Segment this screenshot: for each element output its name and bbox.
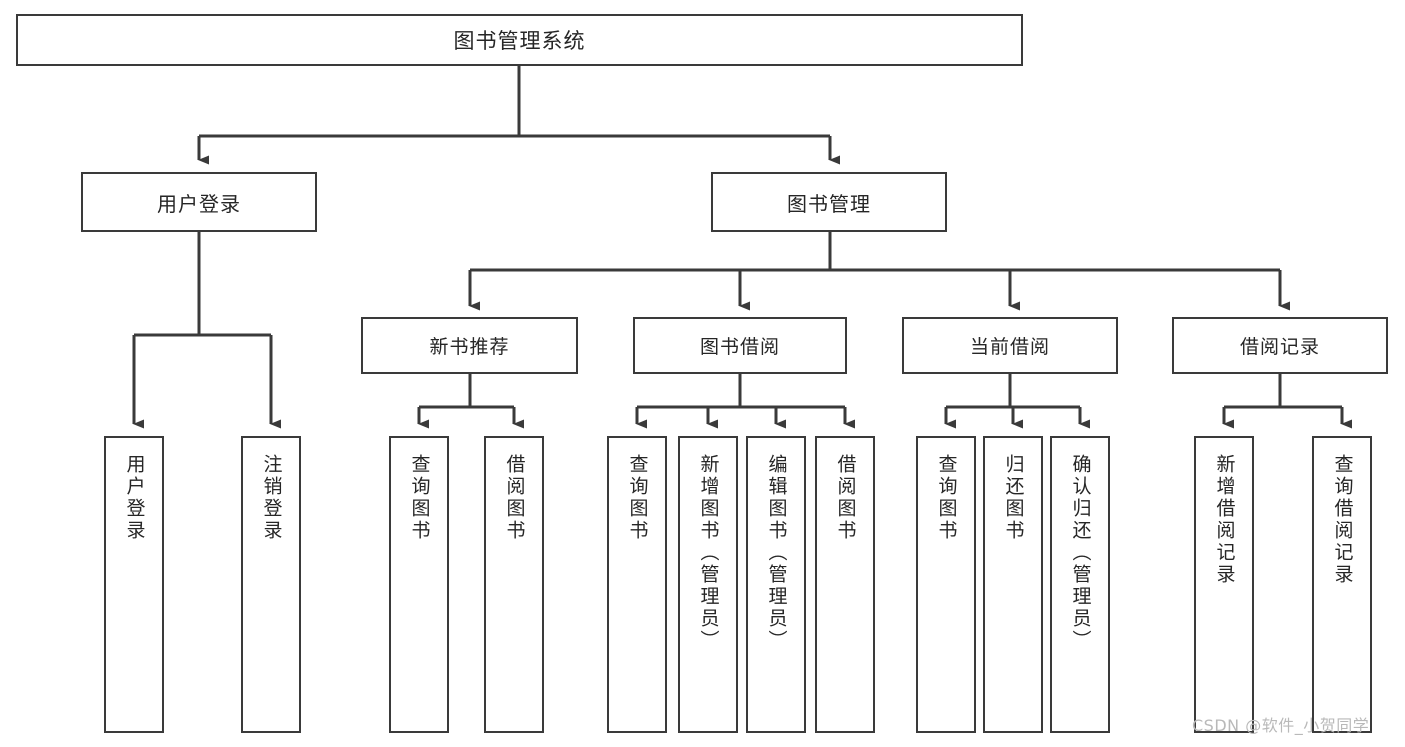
node-book-management[interactable]: 图书管理 <box>711 172 947 232</box>
node-label: 查询借阅记录 <box>1331 454 1354 586</box>
node-label: 借阅图书 <box>834 454 857 542</box>
node-current-borrow[interactable]: 当前借阅 <box>902 317 1118 374</box>
node-label: 用户登录 <box>123 454 146 542</box>
leaf-record-add-record[interactable]: 新增借阅记录 <box>1194 436 1254 733</box>
node-label: 归还图书 <box>1002 454 1025 542</box>
node-label: 新增图书（管理员） <box>697 454 720 652</box>
leaf-current-query-book[interactable]: 查询图书 <box>916 436 976 733</box>
node-book-borrow[interactable]: 图书借阅 <box>633 317 847 374</box>
node-new-book-recommend[interactable]: 新书推荐 <box>361 317 578 374</box>
csdn-watermark: CSDN @软件_小贺同学 <box>1192 716 1370 735</box>
leaf-current-return-book[interactable]: 归还图书 <box>983 436 1043 733</box>
leaf-borrow-query-book[interactable]: 查询图书 <box>607 436 667 733</box>
node-root-system[interactable]: 图书管理系统 <box>16 14 1023 66</box>
node-label: 查询图书 <box>935 454 958 542</box>
node-label: 用户登录 <box>157 191 241 216</box>
node-label: 新增借阅记录 <box>1213 454 1236 586</box>
node-label: 图书管理 <box>787 191 871 216</box>
node-label: 确认归还（管理员） <box>1069 454 1092 652</box>
leaf-user-login-logout[interactable]: 注销登录 <box>241 436 301 733</box>
leaf-current-confirm-return-admin[interactable]: 确认归还（管理员） <box>1050 436 1110 733</box>
node-label: 编辑图书（管理员） <box>765 454 788 652</box>
node-label: 借阅记录 <box>1239 336 1320 358</box>
node-label: 查询图书 <box>626 454 649 542</box>
node-label: 借阅图书 <box>503 454 526 542</box>
node-label: 图书借阅 <box>699 336 780 358</box>
node-borrow-record[interactable]: 借阅记录 <box>1172 317 1388 374</box>
leaf-user-login-login[interactable]: 用户登录 <box>104 436 164 733</box>
node-label: 图书管理系统 <box>453 29 586 53</box>
node-label: 注销登录 <box>260 454 283 542</box>
node-label: 查询图书 <box>408 454 431 542</box>
leaf-borrow-edit-book-admin[interactable]: 编辑图书（管理员） <box>746 436 806 733</box>
leaf-record-query-record[interactable]: 查询借阅记录 <box>1312 436 1372 733</box>
leaf-new-book-borrow[interactable]: 借阅图书 <box>484 436 544 733</box>
leaf-new-book-query[interactable]: 查询图书 <box>389 436 449 733</box>
node-label: 新书推荐 <box>429 336 510 358</box>
node-user-login[interactable]: 用户登录 <box>81 172 317 232</box>
leaf-borrow-borrow-book[interactable]: 借阅图书 <box>815 436 875 733</box>
node-label: 当前借阅 <box>969 336 1050 358</box>
leaf-borrow-add-book-admin[interactable]: 新增图书（管理员） <box>678 436 738 733</box>
